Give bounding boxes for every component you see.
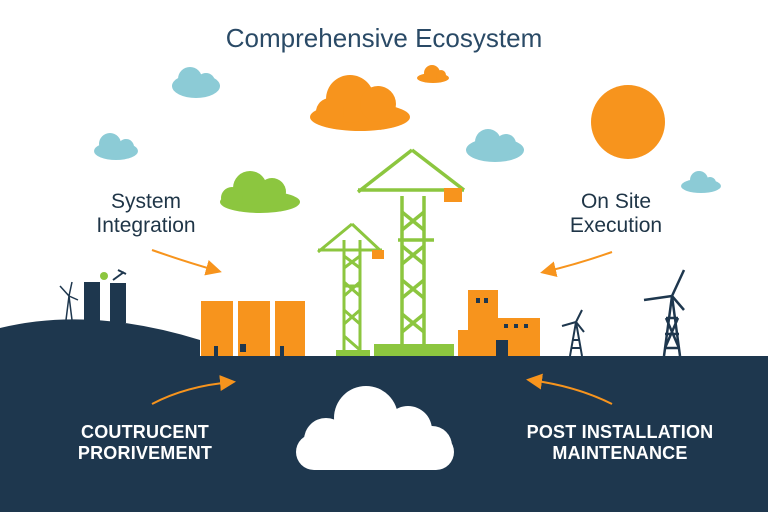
crane-icon	[356, 148, 466, 344]
label-line: POST INSTALLATION	[526, 422, 714, 442]
crane-icon	[317, 222, 384, 352]
label-line: Execution	[569, 214, 663, 238]
wind-turbine-icon	[561, 309, 585, 357]
label-line: MAINTENANCE	[552, 442, 688, 463]
arrow-icon	[526, 373, 613, 405]
label-line: System	[110, 190, 181, 213]
diagram-title: Comprehensive Ecosystem	[225, 23, 543, 53]
cloud-icon	[681, 171, 721, 193]
wind-turbine-icon	[643, 269, 686, 357]
arrow-icon	[151, 249, 222, 276]
crane-base	[374, 344, 454, 356]
cloud-icon	[220, 171, 300, 213]
sun-icon	[591, 85, 665, 159]
cloud-icon	[172, 67, 220, 98]
label-maintenance: POST INSTALLATION MAINTENANCE	[520, 422, 720, 463]
label-line: COUTRUCENT	[81, 422, 209, 442]
cloud-icon	[310, 75, 410, 131]
crane-weight	[444, 188, 462, 202]
label-onsite-execution: On Site Execution	[548, 190, 684, 238]
crane-weight	[372, 250, 384, 259]
factory-windows	[476, 298, 528, 356]
arrow-icon	[151, 375, 236, 405]
cloud-icon	[466, 129, 524, 162]
label-line: On Site	[580, 190, 652, 213]
arrow-icon	[540, 251, 613, 278]
crane-base	[336, 350, 370, 356]
label-procurement: COUTRUCENT PRORIVEMENT	[62, 422, 228, 463]
cloud-icon	[94, 133, 138, 160]
factory-icon	[84, 269, 127, 323]
cloud-icon	[417, 65, 449, 83]
warehouse-details	[214, 344, 284, 356]
cloud-icon	[296, 386, 454, 470]
label-system-integration: System Integration	[76, 190, 216, 238]
wind-turbine-icon	[59, 281, 79, 321]
label-line: PRORIVEMENT	[77, 442, 213, 463]
label-line: Integration	[96, 214, 196, 238]
